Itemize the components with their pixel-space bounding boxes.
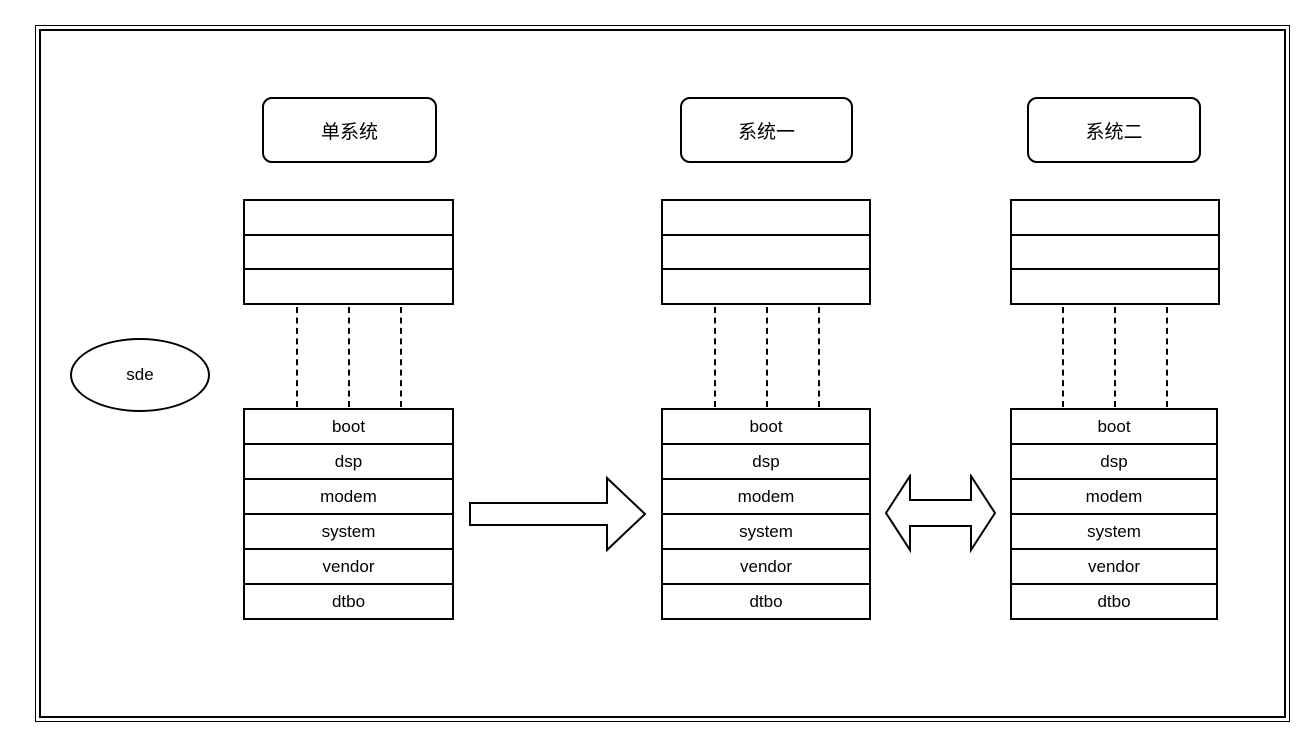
dashed-connector — [1062, 307, 1064, 407]
empty-row — [1012, 270, 1218, 303]
column-title-label: 系统一 — [737, 121, 795, 143]
partition-row: modem — [663, 480, 869, 515]
partition-row: boot — [663, 410, 869, 445]
partition-row: dsp — [245, 445, 452, 480]
partition-row: modem — [245, 480, 452, 515]
empty-row — [663, 270, 869, 303]
partition-row: dtbo — [1097, 591, 1131, 611]
sde-label: sde — [126, 365, 154, 384]
column-title-label: 单系统 — [320, 121, 378, 143]
partition-row: system — [1012, 515, 1216, 550]
partition-row: system — [663, 515, 869, 550]
empty-row — [245, 270, 452, 303]
partition-row: dsp — [1012, 445, 1216, 480]
partition-stack-single-system: boot dsp modem system vendor dtbo — [243, 408, 454, 620]
partition-stack-system-one: boot dsp modem system vendor dtbo — [661, 408, 871, 620]
dashed-connector — [818, 307, 820, 407]
partition-stack-system-two: boot dsp modem system vendor dtbo — [1010, 408, 1218, 620]
empty-row — [245, 201, 452, 236]
empty-row — [663, 236, 869, 271]
partition-row: vendor — [1012, 550, 1216, 585]
partition-row: vendor — [663, 550, 869, 585]
sde-ellipse: sde — [70, 338, 210, 412]
partition-row: boot — [1012, 410, 1216, 445]
block-arrow-double-icon — [884, 474, 997, 554]
partition-row: modem — [1012, 480, 1216, 515]
empty-partition-table — [243, 199, 454, 305]
dashed-connector — [766, 307, 768, 407]
inner-frame — [39, 29, 1286, 718]
column-title-single-system: 单系统 — [262, 97, 437, 163]
block-arrow-right-icon — [469, 475, 647, 553]
partition-row: boot — [245, 410, 452, 445]
partition-row: dtbo — [331, 591, 366, 611]
empty-partition-table — [1010, 199, 1220, 305]
empty-partition-table — [661, 199, 871, 305]
dashed-connector — [348, 307, 350, 407]
column-title-system-two: 系统二 — [1027, 97, 1201, 163]
partition-row: vendor — [245, 550, 452, 585]
dashed-connector — [400, 307, 402, 407]
column-title-system-one: 系统一 — [680, 97, 853, 163]
empty-row — [663, 201, 869, 236]
partition-row: system — [245, 515, 452, 550]
empty-row — [245, 236, 452, 271]
dashed-connector — [296, 307, 298, 407]
column-title-label: 系统二 — [1085, 121, 1143, 143]
partition-row: dtbo — [749, 591, 783, 611]
empty-row — [1012, 236, 1218, 271]
outer-frame — [35, 25, 1290, 722]
dashed-connector — [714, 307, 716, 407]
partition-row: dsp — [663, 445, 869, 480]
dashed-connector — [1114, 307, 1116, 407]
dashed-connector — [1166, 307, 1168, 407]
empty-row — [1012, 201, 1218, 236]
